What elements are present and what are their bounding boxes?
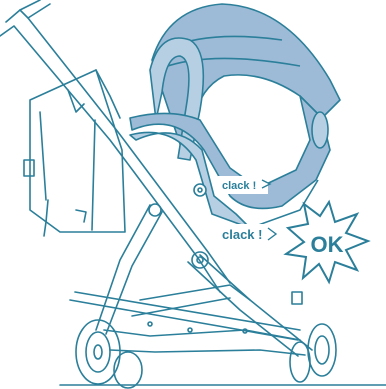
upper-clack-label: clack !	[222, 180, 256, 192]
upper-clack-callout: clack !	[218, 176, 270, 194]
rear-wheel-2	[114, 352, 142, 388]
ok-label: OK	[311, 232, 344, 257]
infant-car-seat	[130, 4, 340, 228]
ok-burst: OK	[286, 202, 368, 282]
lower-clack-callout: clack !	[218, 224, 278, 244]
rear-wheel	[76, 320, 120, 384]
front-wheel-2	[290, 292, 310, 382]
lower-clack-label: clack !	[222, 227, 262, 242]
stroller-seat-fabric	[24, 70, 125, 236]
